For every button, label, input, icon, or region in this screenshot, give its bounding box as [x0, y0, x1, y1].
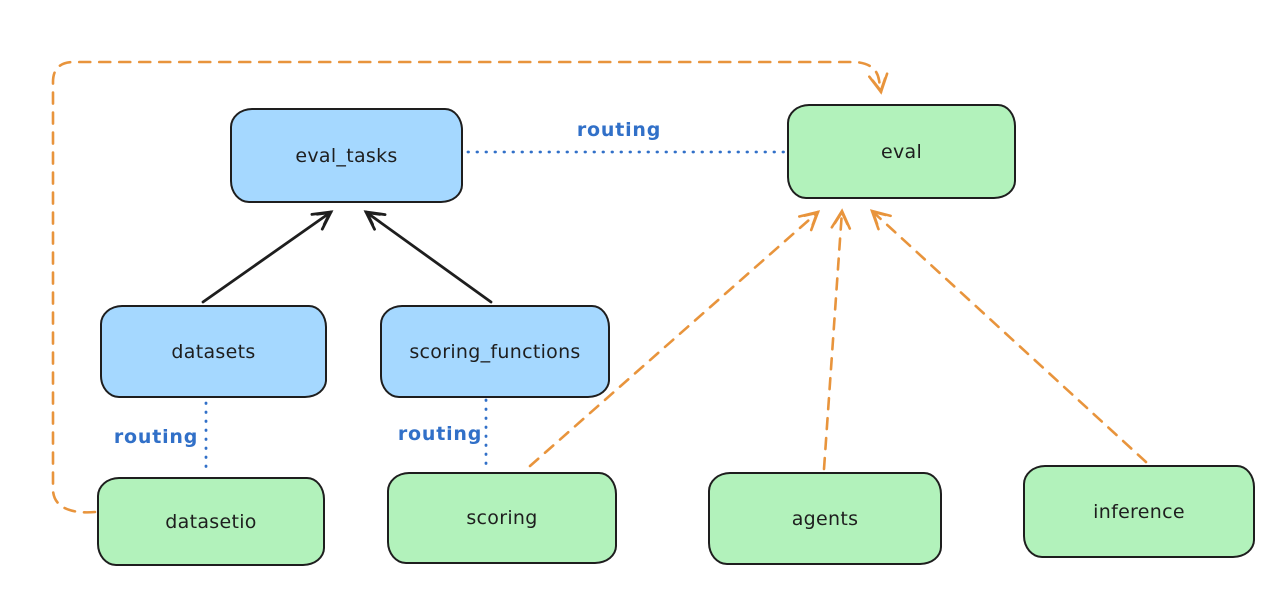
routing-label-eval_tasks-eval: routing [576, 119, 662, 141]
node-scoring-functions-label: scoring_functions [409, 340, 581, 363]
node-scoring-functions: scoring_functions [380, 305, 610, 398]
node-inference: inference [1023, 465, 1255, 558]
edge-scoring-to-eval [528, 210, 821, 468]
node-inference-label: inference [1093, 500, 1185, 523]
edge-datasets-to-eval_tasks [201, 210, 334, 304]
edge-inference-to-eval [869, 209, 1148, 464]
node-eval-label: eval [880, 140, 923, 163]
node-agents: agents [708, 472, 942, 565]
node-scoring: scoring [387, 472, 617, 564]
node-scoring-label: scoring [466, 507, 538, 529]
routing-label-datasets-datasetio: routing [113, 426, 199, 448]
node-eval-tasks-label: eval_tasks [295, 144, 398, 167]
node-eval: eval [787, 104, 1016, 199]
node-datasetio-label: datasetio [165, 510, 257, 533]
node-datasetio: datasetio [97, 477, 325, 566]
node-datasets: datasets [100, 305, 327, 398]
routing-label-scoring_functions-scoring: routing [397, 423, 483, 445]
node-datasets-label: datasets [171, 340, 256, 363]
node-agents-label: agents [791, 507, 859, 530]
edge-datasetio-to-eval [51, 60, 889, 514]
edge-agents-to-eval [822, 208, 852, 471]
node-eval-tasks: eval_tasks [230, 108, 463, 203]
edge-scoring_functions-to-eval_tasks [363, 210, 493, 304]
